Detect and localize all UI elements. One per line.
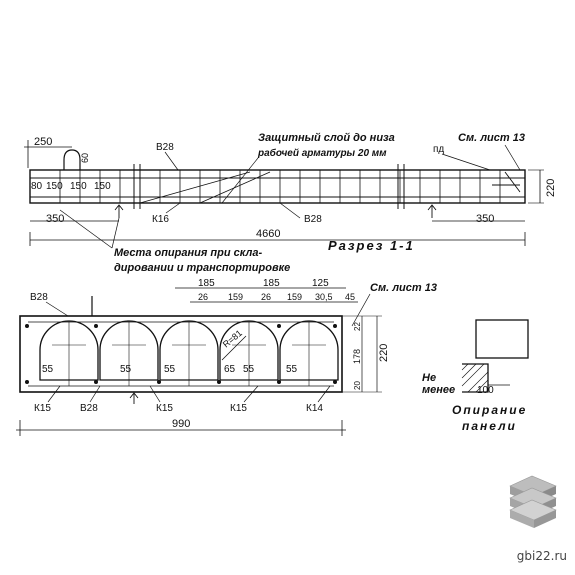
dim-220-section: 220 [378, 344, 390, 362]
protect-note-line1: Защитный слой до низа [258, 132, 395, 144]
dim-150-b: 150 [70, 181, 87, 192]
dim-45: 45 [345, 292, 355, 302]
dim-350-left: 350 [46, 213, 64, 225]
void-label-1: 55 [42, 364, 54, 375]
label-k14: К14 [306, 403, 323, 414]
logo-icon [509, 475, 557, 528]
void-1 [39, 320, 99, 381]
slab-outline [29, 169, 526, 204]
dim-178: 178 [352, 349, 362, 364]
label-see-sheet-section: См. лист 13 [370, 282, 437, 294]
section-outline [19, 315, 343, 393]
support-min-line2: менее [422, 384, 455, 396]
void-5 [279, 320, 339, 381]
section-title: Разрез 1-1 [328, 238, 415, 253]
protect-note-line2: рабочей арматуры 20 мм [257, 147, 387, 159]
label-k15-a: К15 [34, 403, 51, 414]
dim-185-b: 185 [263, 278, 280, 289]
label-k15-c: К15 [230, 403, 247, 414]
plan-view: 250 60 В28 Защитный слой до низа рабочей… [24, 132, 557, 274]
dim-4660: 4660 [256, 228, 280, 240]
void-label-3: 55 [164, 364, 176, 375]
dim-30-5: 30,5 [315, 292, 333, 302]
dim-100: 100 [477, 385, 494, 396]
dim-26-b: 26 [261, 292, 271, 302]
support-note-line1: Места опирания при скла- [114, 247, 263, 259]
support-note-line2: дировании и транспортировке [114, 262, 290, 274]
support-min-line1: Не [422, 372, 436, 384]
lifting-loop [63, 149, 81, 170]
dim-125: 125 [312, 278, 329, 289]
dim-20: 20 [353, 381, 362, 390]
dim-990: 990 [172, 418, 190, 430]
label-pd: пд [433, 144, 444, 155]
dim-26-a: 26 [198, 292, 208, 302]
void-2 [99, 320, 159, 381]
support-arrow-left [114, 204, 124, 218]
dim-150-c: 150 [94, 181, 111, 192]
void-3 [159, 320, 219, 381]
dim-80: 80 [31, 181, 43, 192]
label-b28-bottom-section: В28 [80, 403, 98, 414]
label-k15-b: К15 [156, 403, 173, 414]
support-panel [475, 319, 529, 359]
label-r81: R=81 [221, 328, 244, 350]
voids [39, 320, 339, 381]
label-b28-top: В28 [156, 142, 174, 153]
break-mark-right [397, 164, 405, 209]
dim-250: 250 [34, 136, 52, 148]
section-view: 185 185 125 26 159 26 159 30,5 45 В28 См… [16, 278, 437, 436]
void-4 [219, 320, 279, 381]
void-label-4: 65 [224, 364, 236, 375]
void-label-6: 55 [286, 364, 298, 375]
dim-159-a: 159 [228, 292, 243, 302]
dim-350-right: 350 [476, 213, 494, 225]
void-label-2: 55 [120, 364, 132, 375]
dim-185-a: 185 [198, 278, 215, 289]
dim-159-b: 159 [287, 292, 302, 302]
watermark-text: gbi22.ru [516, 549, 567, 563]
support-caption-line1: Опирание [452, 403, 527, 417]
label-k16: К16 [152, 214, 169, 225]
dim-60: 60 [80, 153, 90, 163]
label-b28-bottom: В28 [304, 214, 322, 225]
void-label-5: 55 [243, 364, 255, 375]
break-mark-left [133, 164, 141, 209]
label-see-sheet-top: См. лист 13 [458, 132, 525, 144]
stirrups [59, 170, 501, 203]
support-arrow-right [427, 204, 437, 218]
dim-220-plan: 220 [545, 179, 557, 197]
dim-150-a: 150 [46, 181, 63, 192]
rebar-dots [25, 324, 337, 384]
support-wall [462, 363, 489, 393]
support-caption-line2: панели [462, 419, 517, 433]
dim-22: 22 [353, 322, 362, 331]
label-b28-section: В28 [30, 292, 48, 303]
support-detail: Не менее 100 Опирание панели [422, 319, 529, 433]
